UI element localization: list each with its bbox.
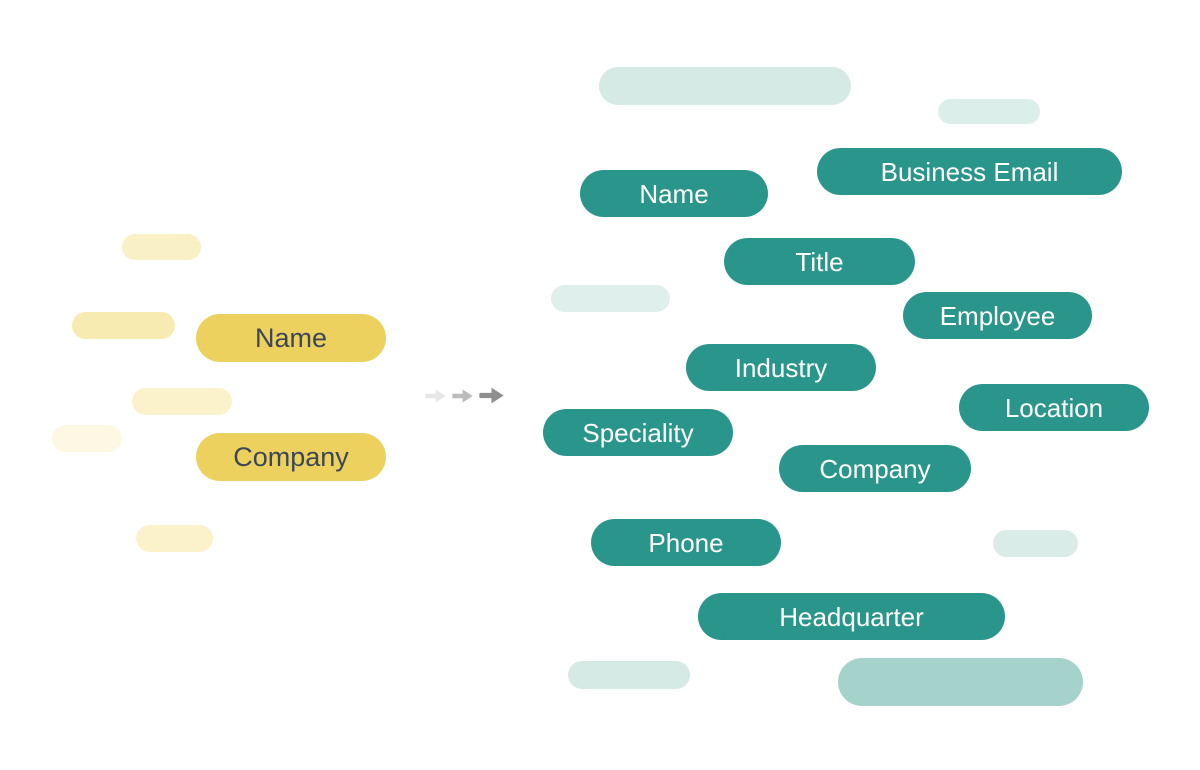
placeholder-pill (938, 99, 1040, 124)
arrow-right-icon (479, 387, 504, 404)
placeholder-pill (551, 285, 670, 312)
placeholder-pill (136, 525, 213, 552)
placeholder-pill (993, 530, 1078, 557)
placeholder-pill (132, 388, 232, 415)
output-field-pill-headquarter: Headquarter (698, 593, 1005, 640)
placeholder-pill (72, 312, 175, 339)
output-field-pill-company: Company (779, 445, 971, 492)
output-field-pill-employee: Employee (903, 292, 1092, 339)
arrow-right-icon (425, 388, 446, 403)
input-field-pill-company: Company (196, 433, 386, 481)
placeholder-pill (599, 67, 851, 105)
output-field-pill-phone: Phone (591, 519, 781, 566)
input-field-pill-name: Name (196, 314, 386, 362)
output-field-pill-title: Title (724, 238, 915, 285)
transform-arrows (425, 386, 505, 405)
output-field-pill-industry: Industry (686, 344, 876, 391)
output-field-pill-name: Name (580, 170, 768, 217)
output-field-pill-business-email: Business Email (817, 148, 1122, 195)
placeholder-pill (122, 234, 201, 260)
output-field-pill-location: Location (959, 384, 1149, 431)
placeholder-pill (838, 658, 1083, 706)
arrow-right-icon (452, 388, 473, 403)
output-field-pill-speciality: Speciality (543, 409, 733, 456)
placeholder-pill (52, 425, 122, 452)
placeholder-pill (568, 661, 690, 689)
